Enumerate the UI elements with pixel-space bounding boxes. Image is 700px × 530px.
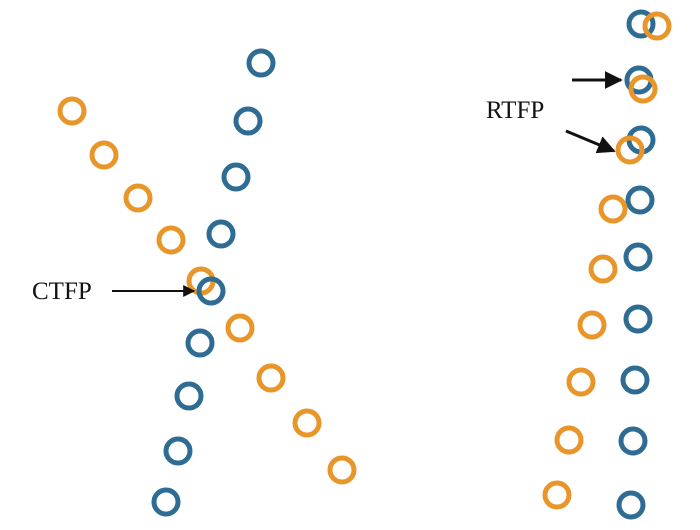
right-orange-circle-9 — [542, 480, 572, 510]
rtfp-arrow-lower — [565, 129, 616, 154]
left-blue-circle-2 — [233, 106, 263, 136]
left-orange-circle-2 — [89, 140, 119, 170]
right-orange-circle-4 — [598, 194, 628, 224]
right-blue-circle-5 — [623, 242, 653, 272]
left-orange-column — [57, 96, 357, 485]
right-orange-column — [542, 11, 672, 510]
right-orange-circle-7 — [566, 367, 596, 397]
left-orange-circle-1 — [57, 96, 87, 126]
right-blue-circle-4 — [625, 185, 655, 215]
left-blue-circle-1 — [246, 48, 276, 78]
left-blue-circle-8 — [163, 436, 193, 466]
left-orange-circle-4 — [156, 225, 186, 255]
left-orange-circle-8 — [292, 408, 322, 438]
rtfp-label: RTFP — [486, 97, 544, 124]
ctfp-label: CTFP — [32, 278, 92, 305]
left-blue-circle-9 — [151, 487, 181, 517]
left-panel: CTFP — [32, 48, 357, 517]
right-blue-circle-9 — [616, 490, 646, 520]
left-orange-circle-7 — [256, 363, 286, 393]
right-blue-circle-1 — [626, 9, 656, 39]
right-blue-circle-6 — [623, 304, 653, 334]
right-orange-circle-6 — [577, 310, 607, 340]
left-blue-circle-5 — [196, 276, 226, 306]
right-orange-circle-5 — [588, 254, 618, 284]
right-blue-circle-7 — [620, 365, 650, 395]
left-orange-circle-6 — [225, 313, 255, 343]
left-blue-column — [151, 48, 276, 517]
right-orange-circle-1 — [642, 11, 672, 41]
right-orange-circle-8 — [554, 425, 584, 455]
left-blue-circle-7 — [174, 381, 204, 411]
right-blue-circle-8 — [618, 426, 648, 456]
right-panel: RTFP — [486, 9, 672, 520]
left-orange-circle-3 — [123, 183, 153, 213]
left-blue-circle-6 — [185, 328, 215, 358]
right-blue-column — [616, 9, 656, 520]
left-blue-circle-4 — [206, 219, 236, 249]
left-orange-circle-9 — [327, 455, 357, 485]
left-blue-circle-3 — [221, 162, 251, 192]
right-orange-circle-3 — [615, 135, 645, 165]
right-orange-circle-2 — [628, 74, 658, 104]
